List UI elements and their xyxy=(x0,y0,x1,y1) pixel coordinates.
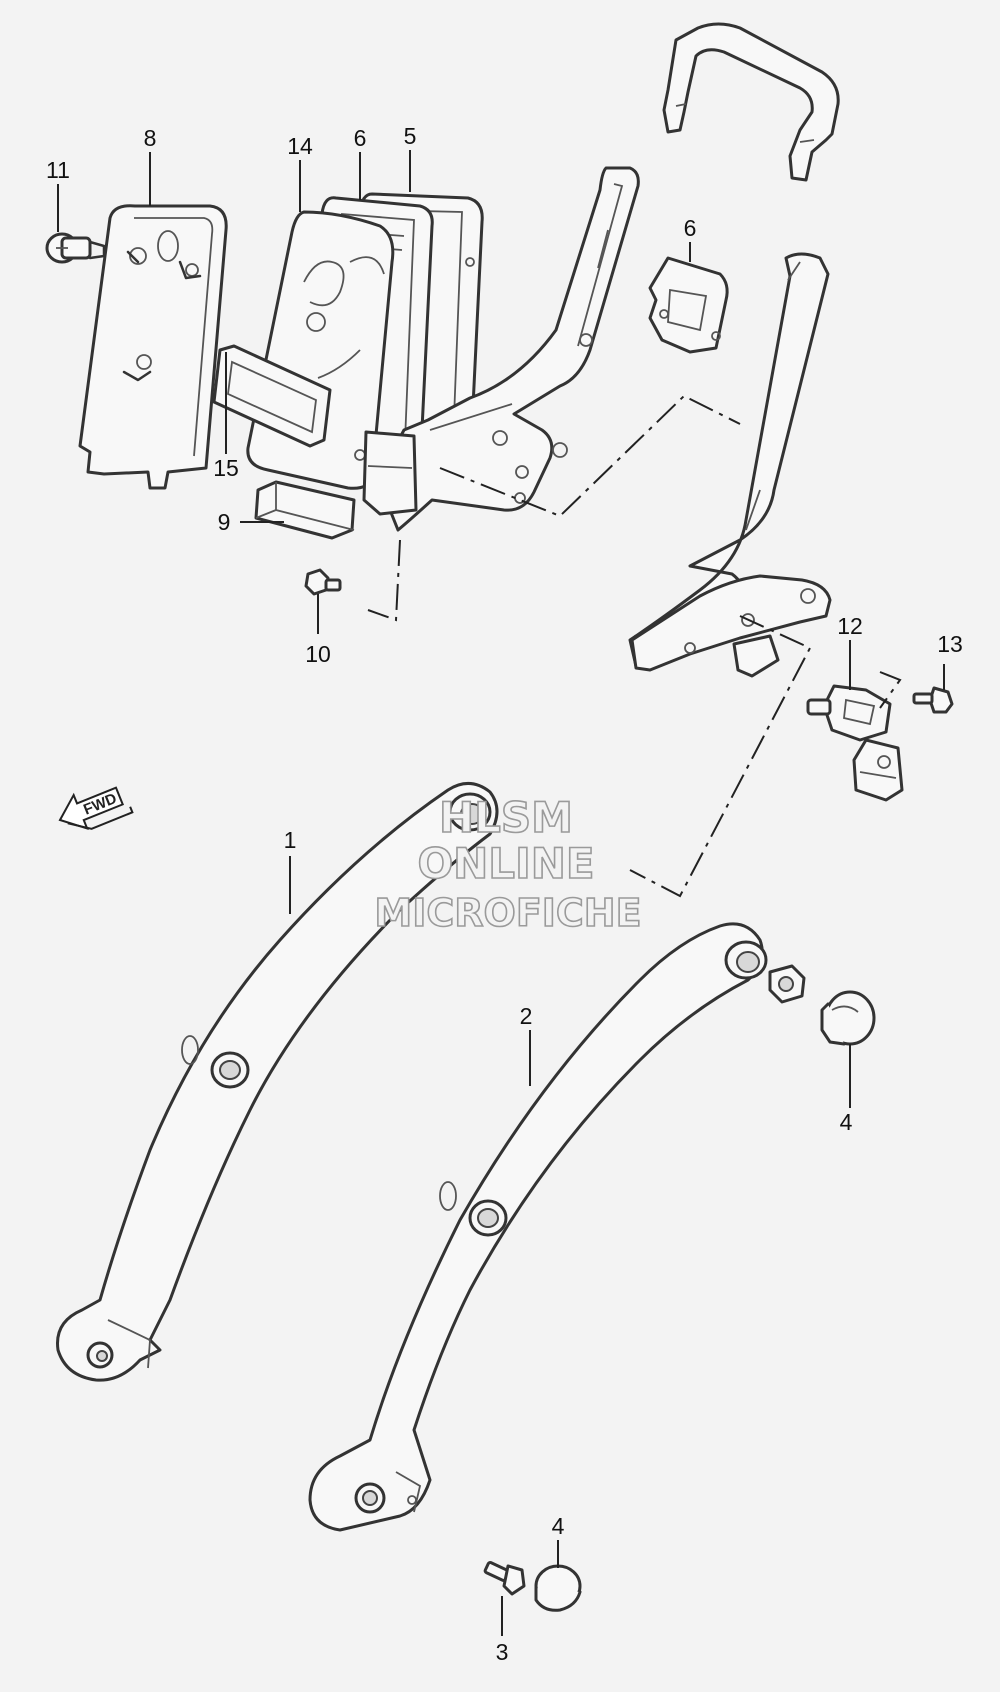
callout-4b: 4 xyxy=(552,1513,565,1539)
part-8-cover-plate xyxy=(78,204,228,490)
part-9-rubber-pad xyxy=(254,480,356,540)
callout-11: 11 xyxy=(46,157,70,183)
box-bracket xyxy=(362,166,640,532)
watermark-line1: HLSM xyxy=(439,793,573,842)
callout-13: 13 xyxy=(937,631,963,657)
callout-4a: 4 xyxy=(840,1109,853,1135)
callout-labels: 8 11 14 6 5 6 15 9 10 12 13 1 2 4 4 3 xyxy=(46,123,963,1665)
callout-15: 15 xyxy=(213,455,239,481)
fwd-arrow: FWD xyxy=(58,786,134,831)
callout-14: 14 xyxy=(287,133,313,159)
alignment-lines xyxy=(367,394,902,898)
part-12-lock-bracket xyxy=(806,684,904,802)
part-1-support-arm-left xyxy=(56,782,499,1382)
part-15-strap xyxy=(212,344,332,448)
part-3-bolt xyxy=(483,1560,526,1596)
part-2-support-arm-right xyxy=(308,922,768,1532)
part-4-cap-upper xyxy=(820,990,876,1046)
watermark-line3: MICROFICHE xyxy=(374,891,641,935)
callout-7: 6 xyxy=(354,125,367,151)
part-11-key-lock xyxy=(45,232,106,264)
callout-6: 6 xyxy=(684,215,697,241)
callout-12: 12 xyxy=(837,613,863,639)
callout-5: 5 xyxy=(404,123,417,149)
callout-10: 10 xyxy=(305,641,331,667)
callout-2: 2 xyxy=(520,1003,533,1029)
watermark: HLSM ONLINE MICROFICHE xyxy=(374,792,643,936)
backrest-stay xyxy=(628,252,832,678)
washer xyxy=(768,964,806,1004)
callout-9: 9 xyxy=(218,509,231,535)
part-4-cap-lower xyxy=(534,1564,582,1612)
grab-handle xyxy=(662,22,840,182)
callout-8: 8 xyxy=(144,125,157,151)
watermark-line2: ONLINE xyxy=(417,839,594,888)
part-13-screw xyxy=(912,686,954,714)
callout-3: 3 xyxy=(496,1639,509,1665)
part-6-clip xyxy=(648,256,729,354)
part-10-bolt xyxy=(304,568,342,596)
callout-1: 1 xyxy=(284,827,297,853)
leader-lines xyxy=(57,150,945,1636)
